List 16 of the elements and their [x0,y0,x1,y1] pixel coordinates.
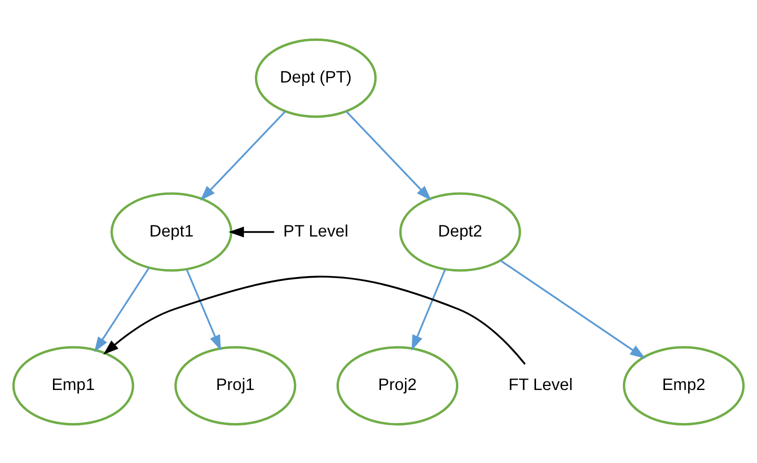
arrow [500,259,646,358]
node-ellipse: Emp1 [12,346,134,425]
arrow [186,268,221,350]
arrow [94,266,150,352]
node-ellipse: Dept (PT) [254,38,377,118]
arrow [346,110,432,200]
node-text: FT Level [508,374,573,394]
node-ellipse: Dept2 [399,192,522,272]
node-text: PT Level [283,220,348,240]
node-ellipse: Proj2 [336,346,458,425]
arrow [103,275,526,364]
node-ellipse: Proj1 [174,346,296,425]
arrow [228,226,274,237]
arrow [412,268,446,350]
node-ellipse: Dept1 [110,192,232,272]
arrow [200,110,286,200]
